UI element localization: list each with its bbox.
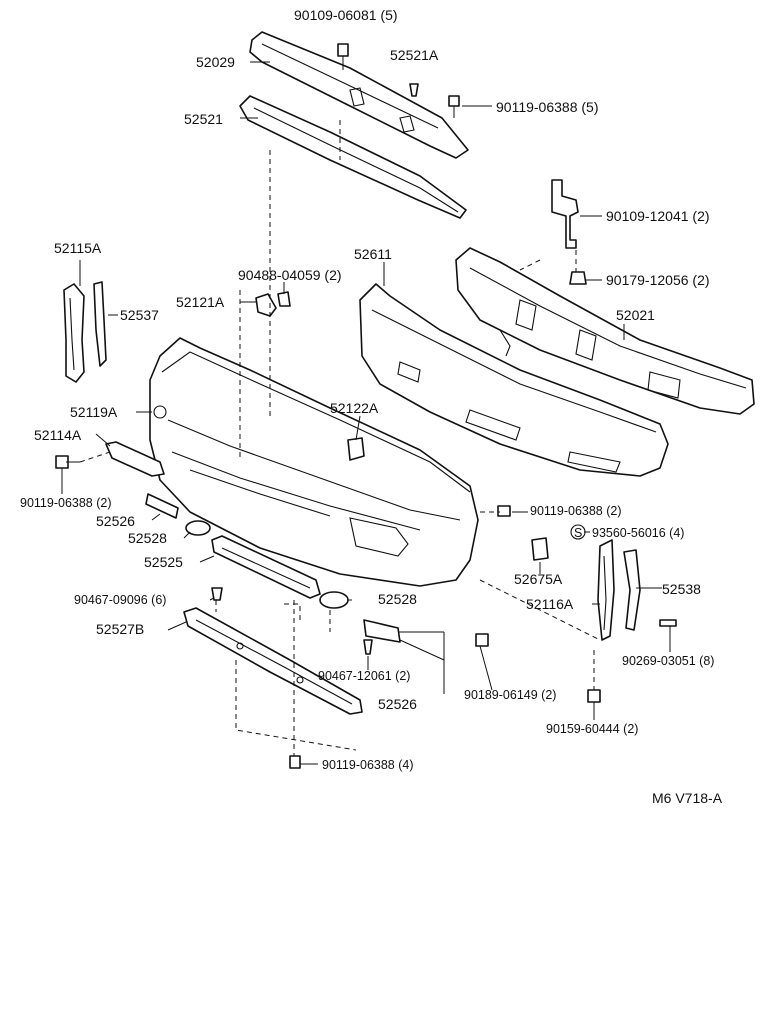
label-90269-03051: 90269-03051 (8): [622, 654, 714, 668]
label-52029: 52029: [196, 54, 235, 70]
clip-52521A: [409, 83, 419, 97]
label-52115A: 52115A: [54, 240, 102, 256]
diagram-code: M6 V718-A: [652, 790, 723, 806]
label-93560-56016: 93560-56016 (4): [592, 526, 684, 540]
pad-52526-right: [363, 619, 401, 643]
bumper-cover-52119A: [149, 337, 479, 587]
clip-90467-12061: [363, 639, 373, 655]
grille-52525: [211, 535, 321, 599]
s-mark-circle: [570, 524, 586, 540]
label-90159-60444: 90159-60444 (2): [546, 722, 638, 736]
clip-90467-09096: [211, 587, 223, 601]
bumper-reinforcement-52021: [455, 247, 755, 415]
bracket-52114A: [105, 441, 165, 477]
pad-52528-left: [185, 520, 211, 536]
assembly-lines: [79, 120, 601, 756]
label-90189-06149: 90189-06149 (2): [464, 688, 556, 702]
labels: 90109-06081 (5) 52029 52521A 90119-06388…: [20, 7, 723, 806]
bracket-52116A: [597, 539, 615, 641]
label-52119A: 52119A: [70, 404, 118, 420]
bolt-90159-60444: [587, 689, 601, 703]
label-52538: 52538: [662, 581, 701, 597]
label-90119-06388-left: 90119-06388 (2): [20, 496, 112, 510]
s-mark-letter: S: [574, 526, 582, 540]
label-52121A: 52121A: [176, 294, 225, 310]
bracket-52115A: [63, 283, 85, 383]
label-52122A: 52122A: [330, 400, 379, 416]
label-52611: 52611: [354, 246, 392, 262]
nut-90179-12056: [569, 271, 587, 285]
label-52521A: 52521A: [390, 47, 439, 63]
label-90179-12056: 90179-12056 (2): [606, 272, 710, 288]
bolt-90109-06081: [337, 43, 349, 70]
retainer-52538: [623, 549, 641, 631]
label-90488-04059: 90488-04059 (2): [238, 267, 342, 283]
bolt-90119-06388-left: [55, 455, 80, 469]
label-90467-12061: 90467-12061 (2): [318, 669, 410, 683]
label-52521: 52521: [184, 111, 223, 127]
label-52021: 52021: [616, 307, 655, 323]
label-90109-06081: 90109-06081 (5): [294, 7, 398, 23]
label-90109-12041: 90109-12041 (2): [606, 208, 710, 224]
label-90119-06388-5: 90119-06388 (5): [496, 99, 598, 115]
retainer-52537: [93, 281, 107, 367]
bracket-52121A: [255, 291, 291, 317]
cover-52527B: [183, 607, 363, 715]
label-52537: 52537: [120, 307, 159, 323]
bolt-90109-12041: [551, 179, 579, 249]
label-52527B: 52527B: [96, 621, 144, 637]
pad-52526-left: [145, 493, 179, 519]
bolt-90119-06388-right: [497, 505, 511, 517]
leader-lines: [61, 61, 671, 765]
bolt-90119-06388-top: [448, 95, 460, 118]
energy-absorber-52611: [359, 283, 669, 477]
pad-52528-right: [319, 591, 349, 609]
label-90119-06388-right: 90119-06388 (2): [530, 504, 622, 518]
retainer-52675A: [531, 537, 549, 561]
label-52116A: 52116A: [526, 596, 574, 612]
bracket-52122A: [347, 437, 365, 461]
label-52525: 52525: [144, 554, 183, 570]
label-52526-left: 52526: [96, 513, 135, 529]
screw-90269-03051: [659, 619, 677, 627]
reinforcement-52029: [249, 31, 469, 159]
label-90119-06388-4: 90119-06388 (4): [322, 758, 414, 772]
label-90467-09096: 90467-09096 (6): [74, 593, 166, 607]
label-52526-right: 52526: [378, 696, 417, 712]
label-52675A: 52675A: [514, 571, 563, 587]
label-52528-left: 52528: [128, 530, 167, 546]
bolt-90119-06388-bottom: [289, 755, 301, 769]
label-52528-right: 52528: [378, 591, 417, 607]
nut-90189-06149: [475, 633, 489, 647]
label-52114A: 52114A: [34, 427, 82, 443]
reinforcement-52521: [239, 95, 467, 219]
